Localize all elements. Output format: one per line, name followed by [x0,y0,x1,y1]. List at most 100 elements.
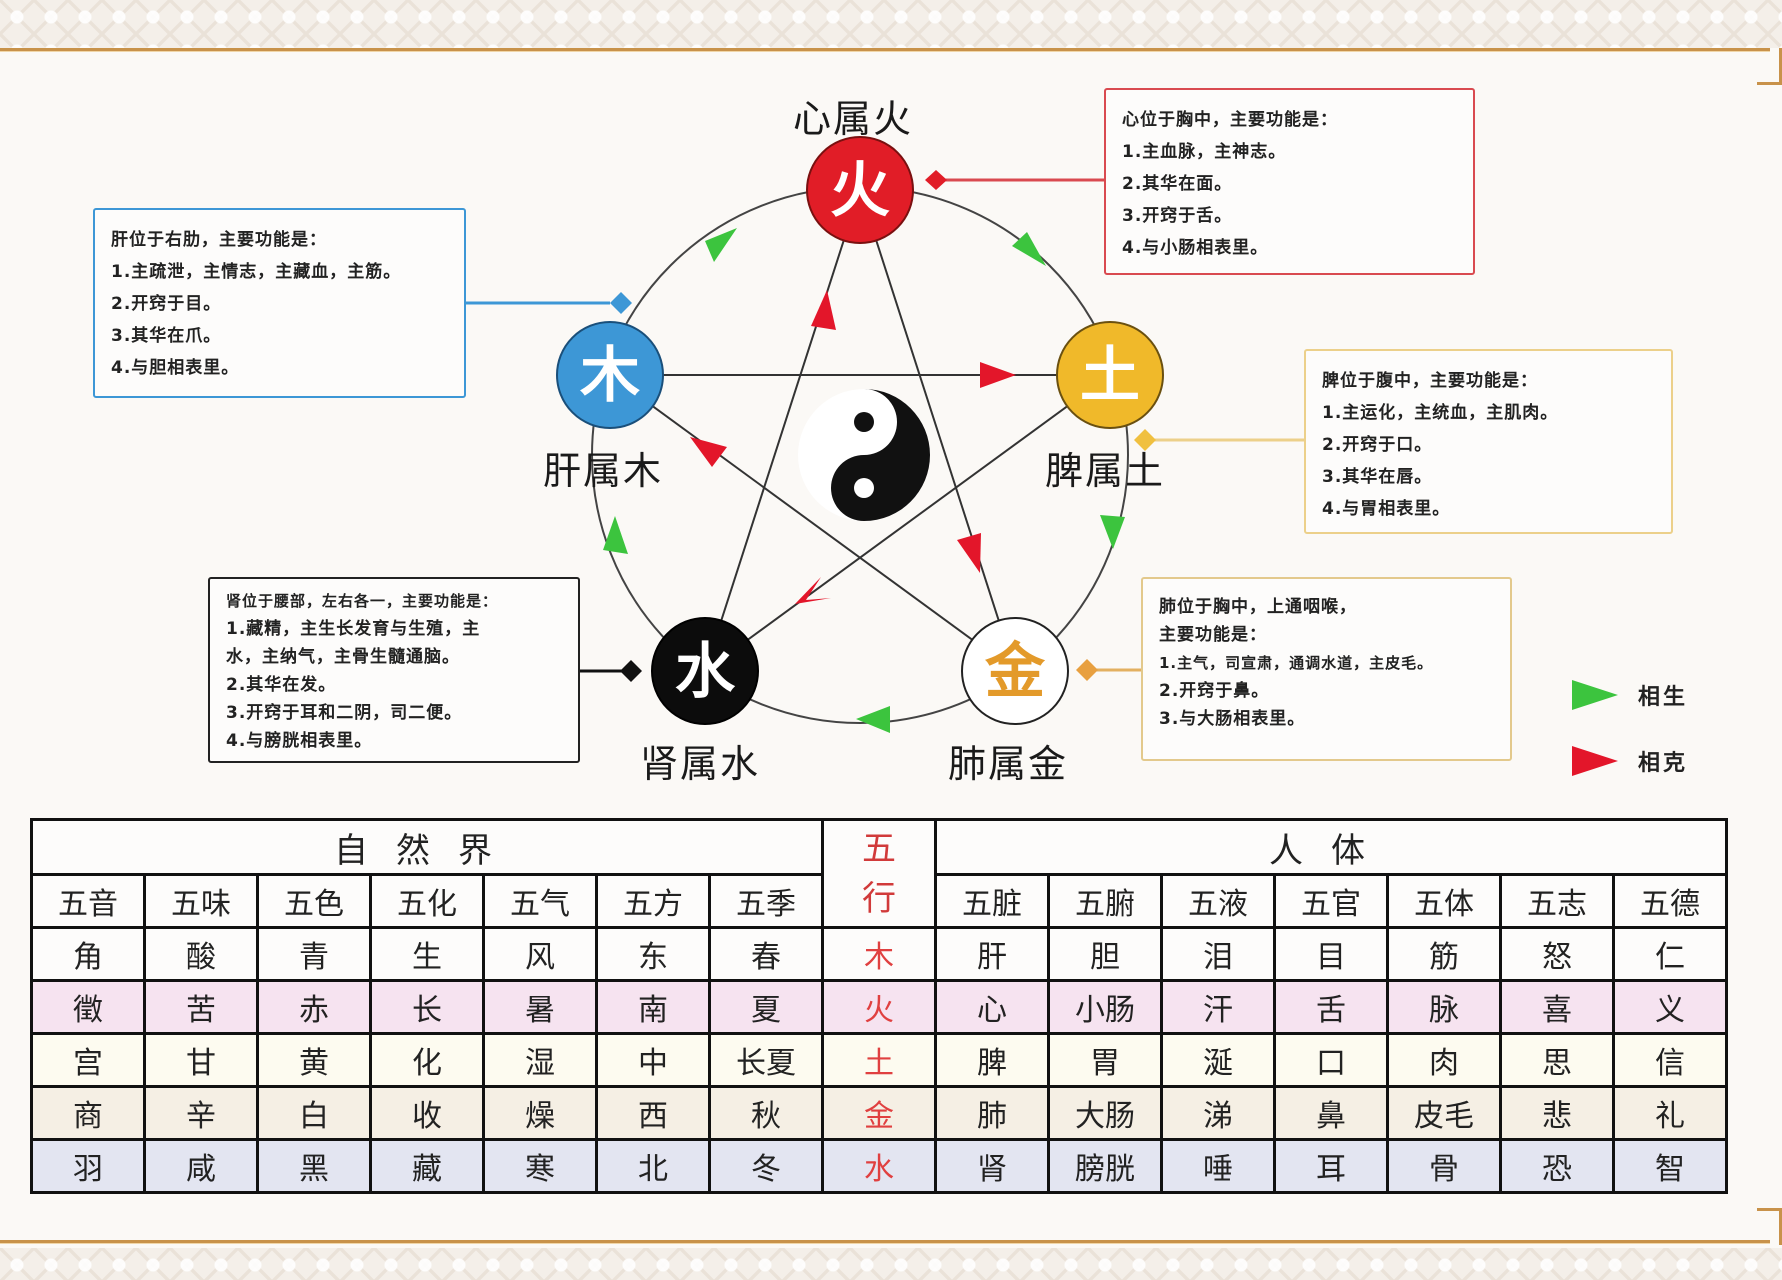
lung-info-line: 肺位于胸中，上通咽喉， [1159,597,1357,617]
generating-arrows [603,228,1125,733]
table-cell: 信 [1612,1032,1728,1088]
earth-circle [1056,321,1164,429]
table-cell: 膀胱 [1047,1138,1163,1194]
liver-info-box: 肝位于右肋，主要功能是： 1.主疏泄，主情志，主藏血，主筋。 2.开窍于目。 3… [93,208,466,398]
arrow-metal-to-water-icon [856,706,890,733]
table-cell: 青 [256,926,372,982]
table-cell: 肾 [934,1138,1050,1194]
element-cell: 土 [821,1032,937,1088]
table-cell: 悲 [1499,1085,1615,1141]
table-cell: 风 [482,926,598,982]
arrow-water-to-wood-icon [603,516,628,554]
element-cell: 金 [821,1085,937,1141]
table-cell: 西 [595,1085,711,1141]
five-elements-table: 自然界 五行 人体 五音 五味 五色 五化 五气 五方 五季 五脏 五腑 五液 … [30,818,1728,1194]
table-cell: 涕 [1160,1085,1276,1141]
arrow-earth-to-metal-icon [1100,515,1125,549]
table-cell: 汗 [1160,979,1276,1035]
kidney-info-line: 水，主纳气，主骨生髓通脑。 [226,647,460,667]
table-cell: 皮毛 [1386,1085,1502,1141]
table-cell: 辛 [143,1085,259,1141]
table-cell: 苦 [143,979,259,1035]
arrow-fire-to-metal-icon [957,533,981,573]
heart-info-line: 心位于胸中，主要功能是： [1122,110,1338,130]
table-cell: 燥 [482,1085,598,1141]
five-elements-diagram: 火 木 土 水 金 [466,136,1304,733]
table-cell: 商 [30,1085,146,1141]
table-cell: 义 [1612,979,1728,1035]
connector-liver [466,292,632,314]
legend-item-generating: 相生 [1572,662,1688,728]
metal-glyph: 金 [985,637,1046,707]
metal-circle [961,617,1069,725]
liver-info-line: 肝位于右肋，主要功能是： [111,230,327,250]
legend-item-restraining: 相克 [1572,728,1688,794]
arrow-water-to-fire-icon [811,290,836,330]
table-cell: 智 [1612,1138,1728,1194]
table-row-fire: 徵 苦 赤 长 暑 南 夏 火 心 小肠 汗 舌 脉 喜 义 [30,979,1728,1035]
column-header: 五腑 [1047,873,1163,929]
table-cell: 心 [934,979,1050,1035]
table-cell: 咸 [143,1138,259,1194]
table-row-water: 羽 咸 黑 藏 寒 北 冬 水 肾 膀胱 唾 耳 骨 恐 智 [30,1138,1728,1194]
table-cell: 胃 [1047,1032,1163,1088]
table-cell: 白 [256,1085,372,1141]
table-cell: 礼 [1612,1085,1728,1141]
table-cell: 藏 [369,1138,485,1194]
nature-header: 自然界 [30,818,824,876]
table-cell: 耳 [1273,1138,1389,1194]
table-cell: 夏 [708,979,824,1035]
table-cell: 中 [595,1032,711,1088]
lung-info-box: 肺位于胸中，上通咽喉， 主要功能是： 1.主气，司宣肃，通调水道，主皮毛。 2.… [1141,577,1512,761]
table-cell: 舌 [1273,979,1389,1035]
table-cell: 筋 [1386,926,1502,982]
table-cell: 目 [1273,926,1389,982]
table-cell: 脾 [934,1032,1050,1088]
column-header: 五液 [1160,873,1276,929]
table-cell: 仁 [1612,926,1728,982]
table-cell: 羽 [30,1138,146,1194]
lung-info-line: 1.主气，司宣肃，通调水道，主皮毛。 [1159,654,1434,672]
spleen-info-line: 3.其华在唇。 [1322,467,1433,487]
lung-info-line: 3.与大肠相表里。 [1159,709,1306,729]
table-cell: 长夏 [708,1032,824,1088]
kidney-info-line: 1.藏精，主生长发育与生殖，主 [226,619,481,639]
table-cell: 湿 [482,1032,598,1088]
label-lung-metal: 肺属金 [948,742,1069,786]
table-cell: 暑 [482,979,598,1035]
column-header: 五脏 [934,873,1050,929]
table-cell: 冬 [708,1138,824,1194]
table-cell: 生 [369,926,485,982]
spleen-info-line: 1.主运化，主统血，主肌肉。 [1322,403,1559,423]
column-header: 五德 [1612,873,1728,929]
kidney-info-line: 3.开窍于耳和二阴，司二便。 [226,703,463,723]
legend: 相生 相克 [1572,662,1688,794]
lung-info-line: 主要功能是： [1159,625,1267,645]
table-cell: 脉 [1386,979,1502,1035]
column-header: 五音 [30,873,146,929]
water-glyph: 水 [675,637,736,707]
legend-label: 相克 [1638,751,1689,776]
table-cell: 肺 [934,1085,1050,1141]
heart-info-line: 1.主血脉，主神志。 [1122,142,1287,162]
table-cell: 口 [1273,1032,1389,1088]
wuxing-header: 五行 [821,818,937,929]
table-cell: 大肠 [1047,1085,1163,1141]
spleen-info-line: 2.开窍于口。 [1322,435,1433,455]
lung-info-line: 2.开窍于鼻。 [1159,681,1270,701]
connector-heart [925,170,1104,190]
column-header: 五方 [595,873,711,929]
table-cell: 北 [595,1138,711,1194]
table-cell: 收 [369,1085,485,1141]
table-cell: 恐 [1499,1138,1615,1194]
table-cell: 骨 [1386,1138,1502,1194]
table-cell: 赤 [256,979,372,1035]
liver-info-line: 4.与胆相表里。 [111,358,240,378]
column-header: 五气 [482,873,598,929]
body-header: 人体 [934,818,1728,876]
frame-line-bottom [0,1240,1770,1243]
legend-label: 相生 [1638,685,1689,710]
label-spleen-earth: 脾属土 [1045,449,1166,493]
kidney-info-line: 肾位于腰部，左右各一，主要功能是： [226,592,499,610]
heart-info-box: 心位于胸中，主要功能是： 1.主血脉，主神志。 2.其华在面。 3.开窍于舌。 … [1104,88,1475,275]
